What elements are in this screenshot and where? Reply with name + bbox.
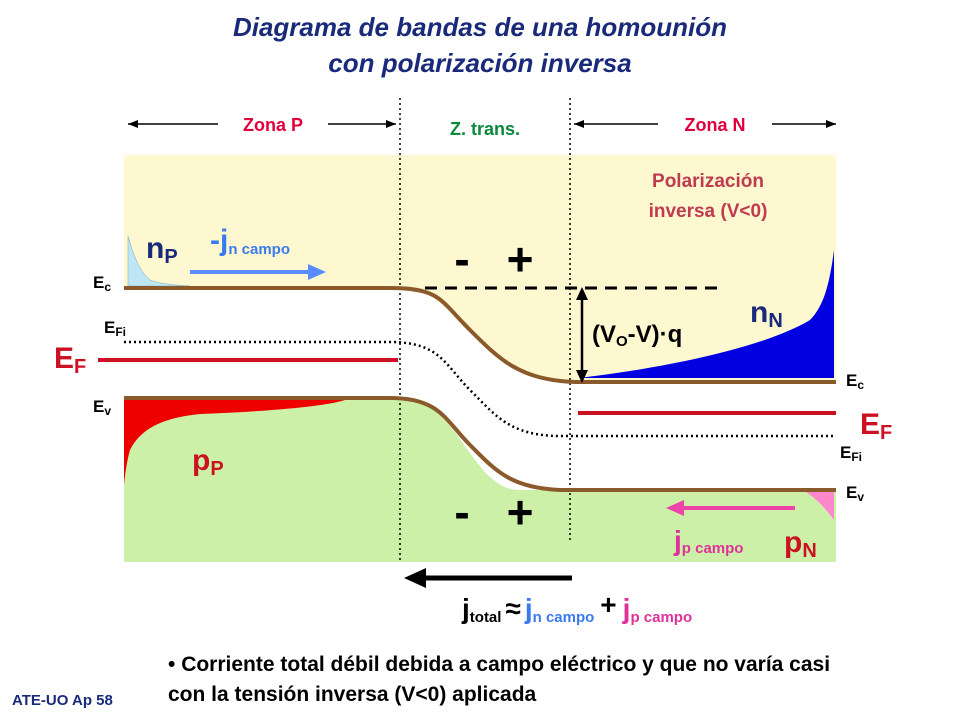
electrons-n-region xyxy=(578,250,834,378)
title-line-1: Diagrama de bandas de una homounión xyxy=(232,12,728,42)
space-charge-minus-top: - xyxy=(454,233,469,285)
efi-label-p: EFi xyxy=(104,318,126,339)
title-line-2: con polarización inversa xyxy=(328,48,632,78)
polarization-line2: inversa (V<0) xyxy=(649,201,768,222)
zone-trans-label: Z. trans. xyxy=(450,119,520,139)
zone-n-arrow-right-head xyxy=(826,120,836,128)
nn-label: nN xyxy=(750,296,783,332)
ec-label-p: Ec xyxy=(93,273,111,294)
holes-p-region xyxy=(124,400,345,485)
np-label: nP xyxy=(146,232,178,268)
valence-band-edge xyxy=(124,396,836,492)
bullet-text: Corriente total débil debida a campo elé… xyxy=(168,653,831,706)
efi-label-n: EFi xyxy=(840,443,862,464)
polarization-line1: Polarización xyxy=(652,171,764,192)
ev-label-n: Ev xyxy=(846,483,864,504)
jp-label: jp campo xyxy=(673,525,743,557)
pp-label: pP xyxy=(192,444,224,480)
barrier-label: (VO-V)·q xyxy=(592,321,682,350)
space-charge-plus-bottom: + xyxy=(507,486,534,538)
valence-region-bg xyxy=(124,398,836,562)
bullet-note: • Corriente total débil debida a campo e… xyxy=(168,650,868,710)
bullet-dot: • xyxy=(168,653,182,676)
ef-label-n: EF xyxy=(860,408,892,444)
electrons-p-region xyxy=(127,235,191,287)
barrier-arrow-head-bottom xyxy=(576,370,588,383)
pn-label: pN xyxy=(784,526,817,562)
jn-label: -jn campo xyxy=(210,224,290,258)
space-charge-minus-bottom: - xyxy=(454,486,469,538)
zone-n-arrow-left-head xyxy=(574,120,584,128)
jtotal-equation: jtotal≈jn campo+jp campo xyxy=(461,589,692,626)
zone-p-arrow-right-head xyxy=(386,120,396,128)
zone-p-label: Zona P xyxy=(243,115,303,135)
ef-label-p: EF xyxy=(54,342,86,378)
jp-field-arrow-head xyxy=(666,500,684,516)
zone-p-arrow-left-head xyxy=(128,120,138,128)
zone-n-label: Zona N xyxy=(685,115,746,135)
jn-field-arrow-head xyxy=(308,264,326,280)
band-gap xyxy=(124,288,836,490)
jtotal-arrow-head xyxy=(404,568,426,588)
intrinsic-fermi-level xyxy=(124,340,836,438)
ec-label-n: Ec xyxy=(846,371,864,392)
barrier-arrow-head-top xyxy=(576,287,588,300)
slide-footer: ATE-UO Ap 58 xyxy=(12,692,113,709)
conduction-band-edge xyxy=(124,286,836,384)
holes-n-region xyxy=(806,492,834,520)
space-charge-plus-top: + xyxy=(507,233,534,285)
ev-label-p: Ev xyxy=(93,397,111,418)
